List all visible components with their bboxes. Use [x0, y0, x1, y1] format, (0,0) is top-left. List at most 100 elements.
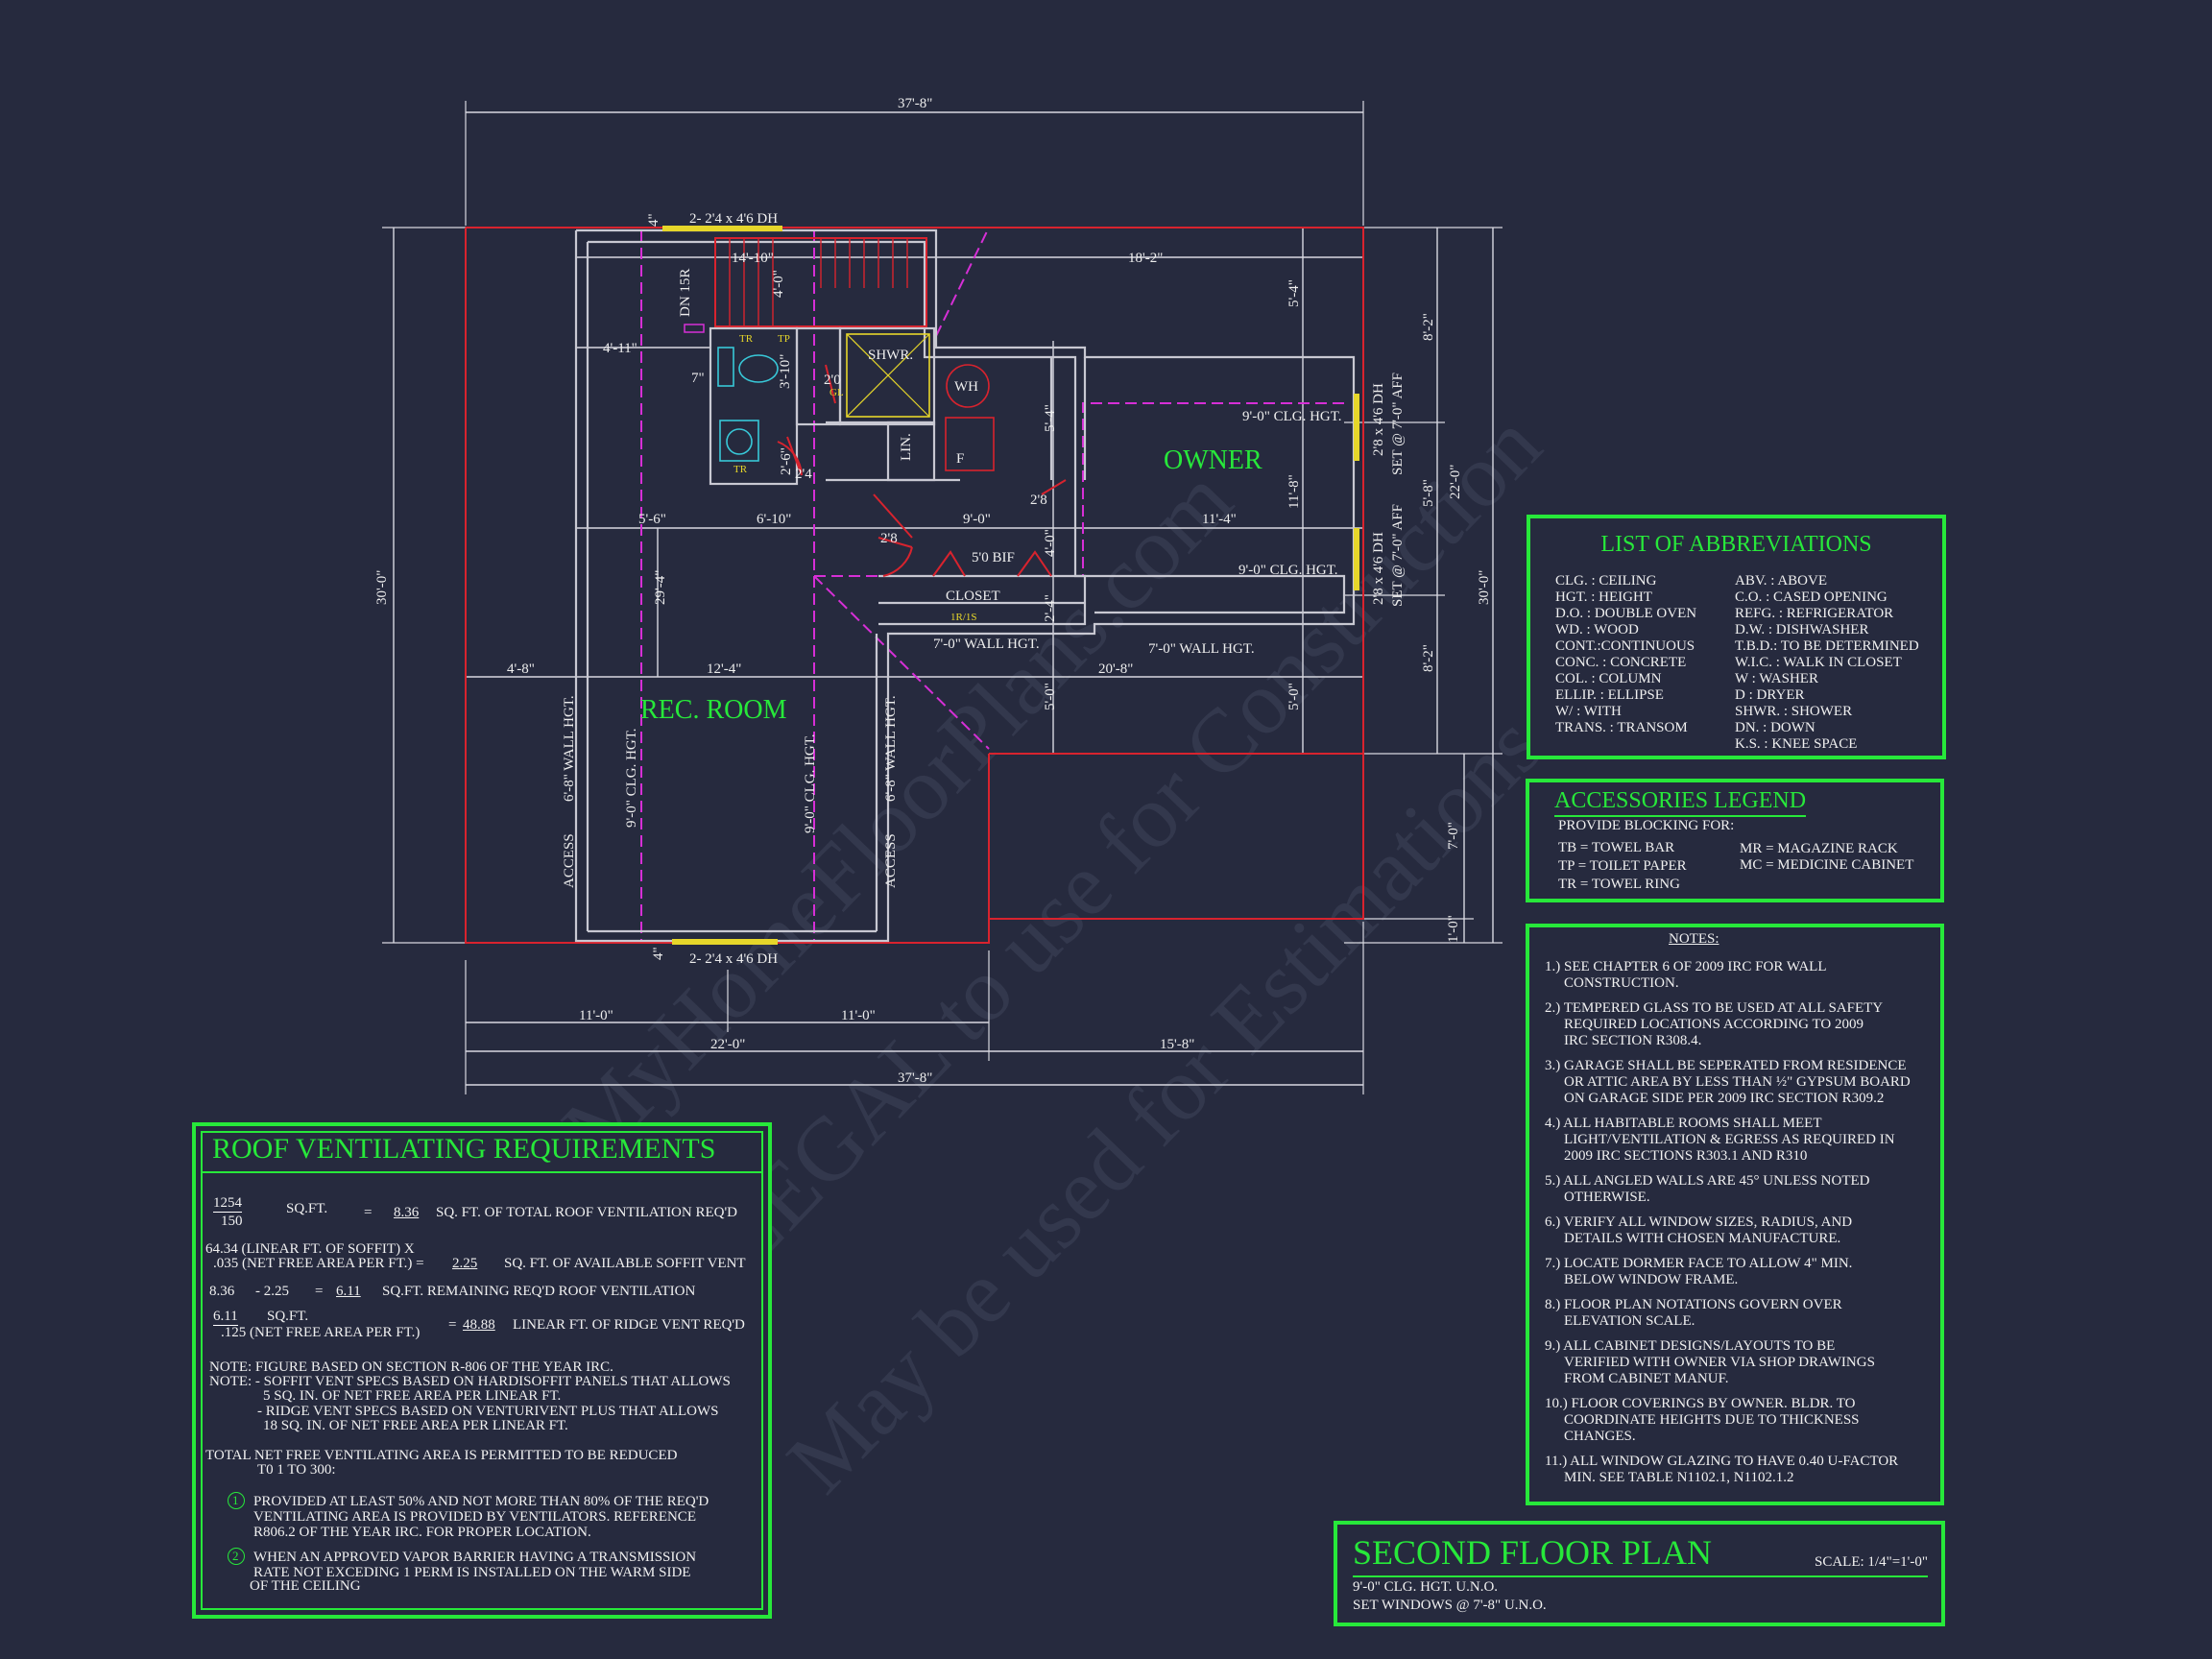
- note-3-line-2: OR ATTIC AREA BY LESS THAN ½" GYPSUM BOA…: [1564, 1074, 1911, 1090]
- wall-hgt-2: 7'-0" WALL HGT.: [1148, 641, 1255, 657]
- acc-tr1: TR: [739, 333, 754, 345]
- room-bif: 5'0 BIF: [972, 550, 1015, 565]
- abbreviations-left: CLG. : CEILING HGT. : HEIGHT D.O. : DOUB…: [1555, 573, 1696, 736]
- clg-hgt-1: 9'-0" CLG. HGT.: [1242, 409, 1342, 424]
- note-4: 4.) ALL HABITABLE ROOMS SHALL MEET LIGHT…: [1545, 1116, 1929, 1165]
- note-4-line-1: 4.) ALL HABITABLE ROOMS SHALL MEET: [1545, 1116, 1822, 1131]
- abbr-left-9: TRANS. : TRANSOM: [1555, 720, 1688, 735]
- dim-2-4b: 2'4: [795, 467, 812, 482]
- roof-l1-num: 1254: [213, 1195, 242, 1213]
- window-right-b2: SET @ 7'-0" AFF: [1390, 504, 1406, 607]
- accessories-title: ACCESSORIES LEGEND: [1554, 788, 1807, 817]
- roof-total1: TOTAL NET FREE VENTILATING AREA IS PERMI…: [205, 1448, 678, 1463]
- dim-2-8a: 2'8: [1030, 493, 1047, 508]
- title-block: SECOND FLOOR PLAN SCALE: 1/4"=1'-0" 9'-0…: [1334, 1521, 1945, 1626]
- roof-l1-den: 150: [221, 1214, 243, 1229]
- clg-90-left: 9'-0" CLG. HGT.: [624, 728, 639, 828]
- roof-l2-text: SQ. FT. OF AVAILABLE SOFFIT VENT: [504, 1256, 746, 1271]
- abbr-right-5: W.I.C. : WALK IN CLOSET: [1735, 655, 1902, 670]
- roof-note3: - RIDGE VENT SPECS BASED ON VENTURIVENT …: [257, 1404, 719, 1419]
- dim-5-6: 5'-6": [638, 512, 666, 527]
- abbr-right-6: W : WASHER: [1735, 671, 1818, 686]
- dim-right-7: 7'-0": [1446, 822, 1461, 850]
- note-11-line-2: MIN. SEE TABLE N1102.1, N1102.1.2: [1564, 1470, 1794, 1485]
- access-right: ACCESS: [883, 833, 899, 888]
- abbr-right-0: ABV. : ABOVE: [1735, 573, 1827, 589]
- acc-tr2: TR: [733, 464, 748, 475]
- dim-14-10: 14'-10": [732, 251, 774, 266]
- roof-l4-den: .125 (NET FREE AREA PER FT.): [221, 1325, 421, 1340]
- abbr-right-8: SHWR. : SHOWER: [1735, 704, 1853, 719]
- acc-left-0: TB = TOWEL BAR: [1558, 840, 1675, 855]
- roof-c2a: WHEN AN APPROVED VAPOR BARRIER HAVING A …: [253, 1550, 697, 1565]
- room-gl: GL: [830, 387, 844, 398]
- notes-title: NOTES:: [1669, 931, 1719, 947]
- roof-l3b: - 2.25: [255, 1284, 289, 1299]
- dimension-lines: [382, 101, 1503, 1094]
- dim-right-5: 5'-8": [1421, 479, 1436, 507]
- roof-l3-text: SQ.FT. REMAINING REQ'D ROOF VENTILATION: [382, 1284, 696, 1299]
- wall-hgt-1: 7'-0" WALL HGT.: [933, 637, 1040, 652]
- note-7-line-2: BELOW WINDOW FRAME.: [1564, 1272, 1739, 1287]
- dim-2-8b: 2'8: [880, 531, 898, 546]
- note-5-line-1: 5.) ALL ANGLED WALLS ARE 45° UNLESS NOTE…: [1545, 1173, 1870, 1189]
- window-right-a: 2'8 x 4'6 DH: [1371, 383, 1386, 456]
- exterior-outline: [465, 227, 1364, 944]
- dim-bottom-overall: 37'-8": [898, 1070, 932, 1086]
- note-1-line-1: 1.) SEE CHAPTER 6 OF 2009 IRC FOR WALL: [1545, 959, 1827, 974]
- note-10-line-1: 10.) FLOOR COVERINGS BY OWNER. BLDR. TO: [1545, 1396, 1856, 1411]
- dim-4-11: 4'-11": [603, 341, 637, 356]
- note-8: 8.) FLOOR PLAN NOTATIONS GOVERN OVER ELE…: [1545, 1297, 1929, 1330]
- roof-c1b: VENTILATING AREA IS PROVIDED BY VENTILAT…: [253, 1509, 696, 1525]
- access-left: ACCESS: [562, 833, 577, 888]
- note-4-line-2: LIGHT/VENTILATION & EGRESS AS REQUIRED I…: [1564, 1132, 1895, 1147]
- window-top: 2- 2'4 x 4'6 DH: [689, 211, 778, 227]
- title-line1: 9'-0" CLG. HGT. U.N.O.: [1353, 1579, 1499, 1595]
- accessories-subtitle: PROVIDE BLOCKING FOR:: [1558, 818, 1735, 833]
- dim-5-0a: 5'-0": [1043, 683, 1058, 710]
- acc-right-0: MR = MAGAZINE RACK: [1740, 841, 1898, 856]
- room-lin: LIN.: [899, 433, 914, 461]
- roof-title-underline: [201, 1171, 763, 1173]
- note-3-line-1: 3.) GARAGE SHALL BE SEPERATED FROM RESID…: [1545, 1058, 1907, 1073]
- window-bottom: 2- 2'4 x 4'6 DH: [689, 951, 778, 967]
- roof-note1: NOTE: FIGURE BASED ON SECTION R-806 OF T…: [209, 1359, 613, 1375]
- title-underline: [1353, 1575, 1928, 1577]
- dim-2-0: 2'0: [824, 373, 841, 388]
- abbr-left-6: COL. : COLUMN: [1555, 671, 1662, 686]
- roof-c2c: OF THE CEILING: [250, 1578, 361, 1594]
- roof-title: ROOF VENTILATING REQUIREMENTS: [212, 1133, 716, 1165]
- note-8-line-1: 8.) FLOOR PLAN NOTATIONS GOVERN OVER: [1545, 1297, 1842, 1312]
- clg-90-right: 9'-0" CLG. HGT.: [803, 733, 818, 833]
- room-rec: REC. ROOM: [640, 695, 787, 725]
- acc-left-1: TP = TOILET PAPER: [1558, 858, 1687, 874]
- dim-5-0b: 5'-0": [1286, 683, 1302, 710]
- dim-7: 7": [691, 371, 705, 386]
- abbr-left-5: CONC. : CONCRETE: [1555, 655, 1687, 670]
- acc-left-2: TR = TOWEL RING: [1558, 877, 1680, 892]
- note-6: 6.) VERIFY ALL WINDOW SIZES, RADIUS, AND…: [1545, 1214, 1929, 1247]
- room-closet: CLOSET: [946, 589, 1000, 604]
- clg-hgt-2: 9'-0" CLG. HGT.: [1238, 563, 1338, 578]
- note-11: 11.) ALL WINDOW GLAZING TO HAVE 0.40 U-F…: [1545, 1454, 1929, 1486]
- dim-bottom-sub-b: 11'-0": [841, 1008, 876, 1023]
- roof-note3b: 18 SQ. IN. OF NET FREE AREA PER LINEAR F…: [263, 1418, 568, 1433]
- room-owner: OWNER: [1164, 445, 1262, 475]
- roof-c1: 1: [232, 1493, 239, 1507]
- roof-l4-sqft: SQ.FT.: [267, 1309, 309, 1324]
- roof-c2b: RATE NOT EXCEDING 1 PERM IS INSTALLED ON…: [253, 1565, 691, 1580]
- abbr-right-7: D : DRYER: [1735, 687, 1805, 703]
- abbreviations-title: LIST OF ABBREVIATIONS: [1600, 532, 1872, 557]
- roof-l4-num: 6.11: [213, 1309, 238, 1326]
- roof-l2a: 64.34 (LINEAR FT. OF SOFFIT) X: [205, 1241, 415, 1257]
- roof-c2: 2: [232, 1549, 239, 1563]
- abbr-left-7: ELLIP. : ELLIPSE: [1555, 687, 1664, 703]
- walls: [574, 226, 1359, 945]
- abbr-right-4: T.B.D.: TO BE DETERMINED: [1735, 638, 1919, 654]
- note-1-line-2: CONSTRUCTION.: [1564, 975, 1679, 991]
- room-ir-is: 1R/1S: [950, 612, 977, 623]
- room-shwr: SHWR.: [868, 348, 913, 363]
- dim-right-22: 22'-0": [1448, 465, 1463, 499]
- roof-l4-eq: =: [448, 1317, 457, 1333]
- stair-dn: DN 15R: [678, 269, 693, 317]
